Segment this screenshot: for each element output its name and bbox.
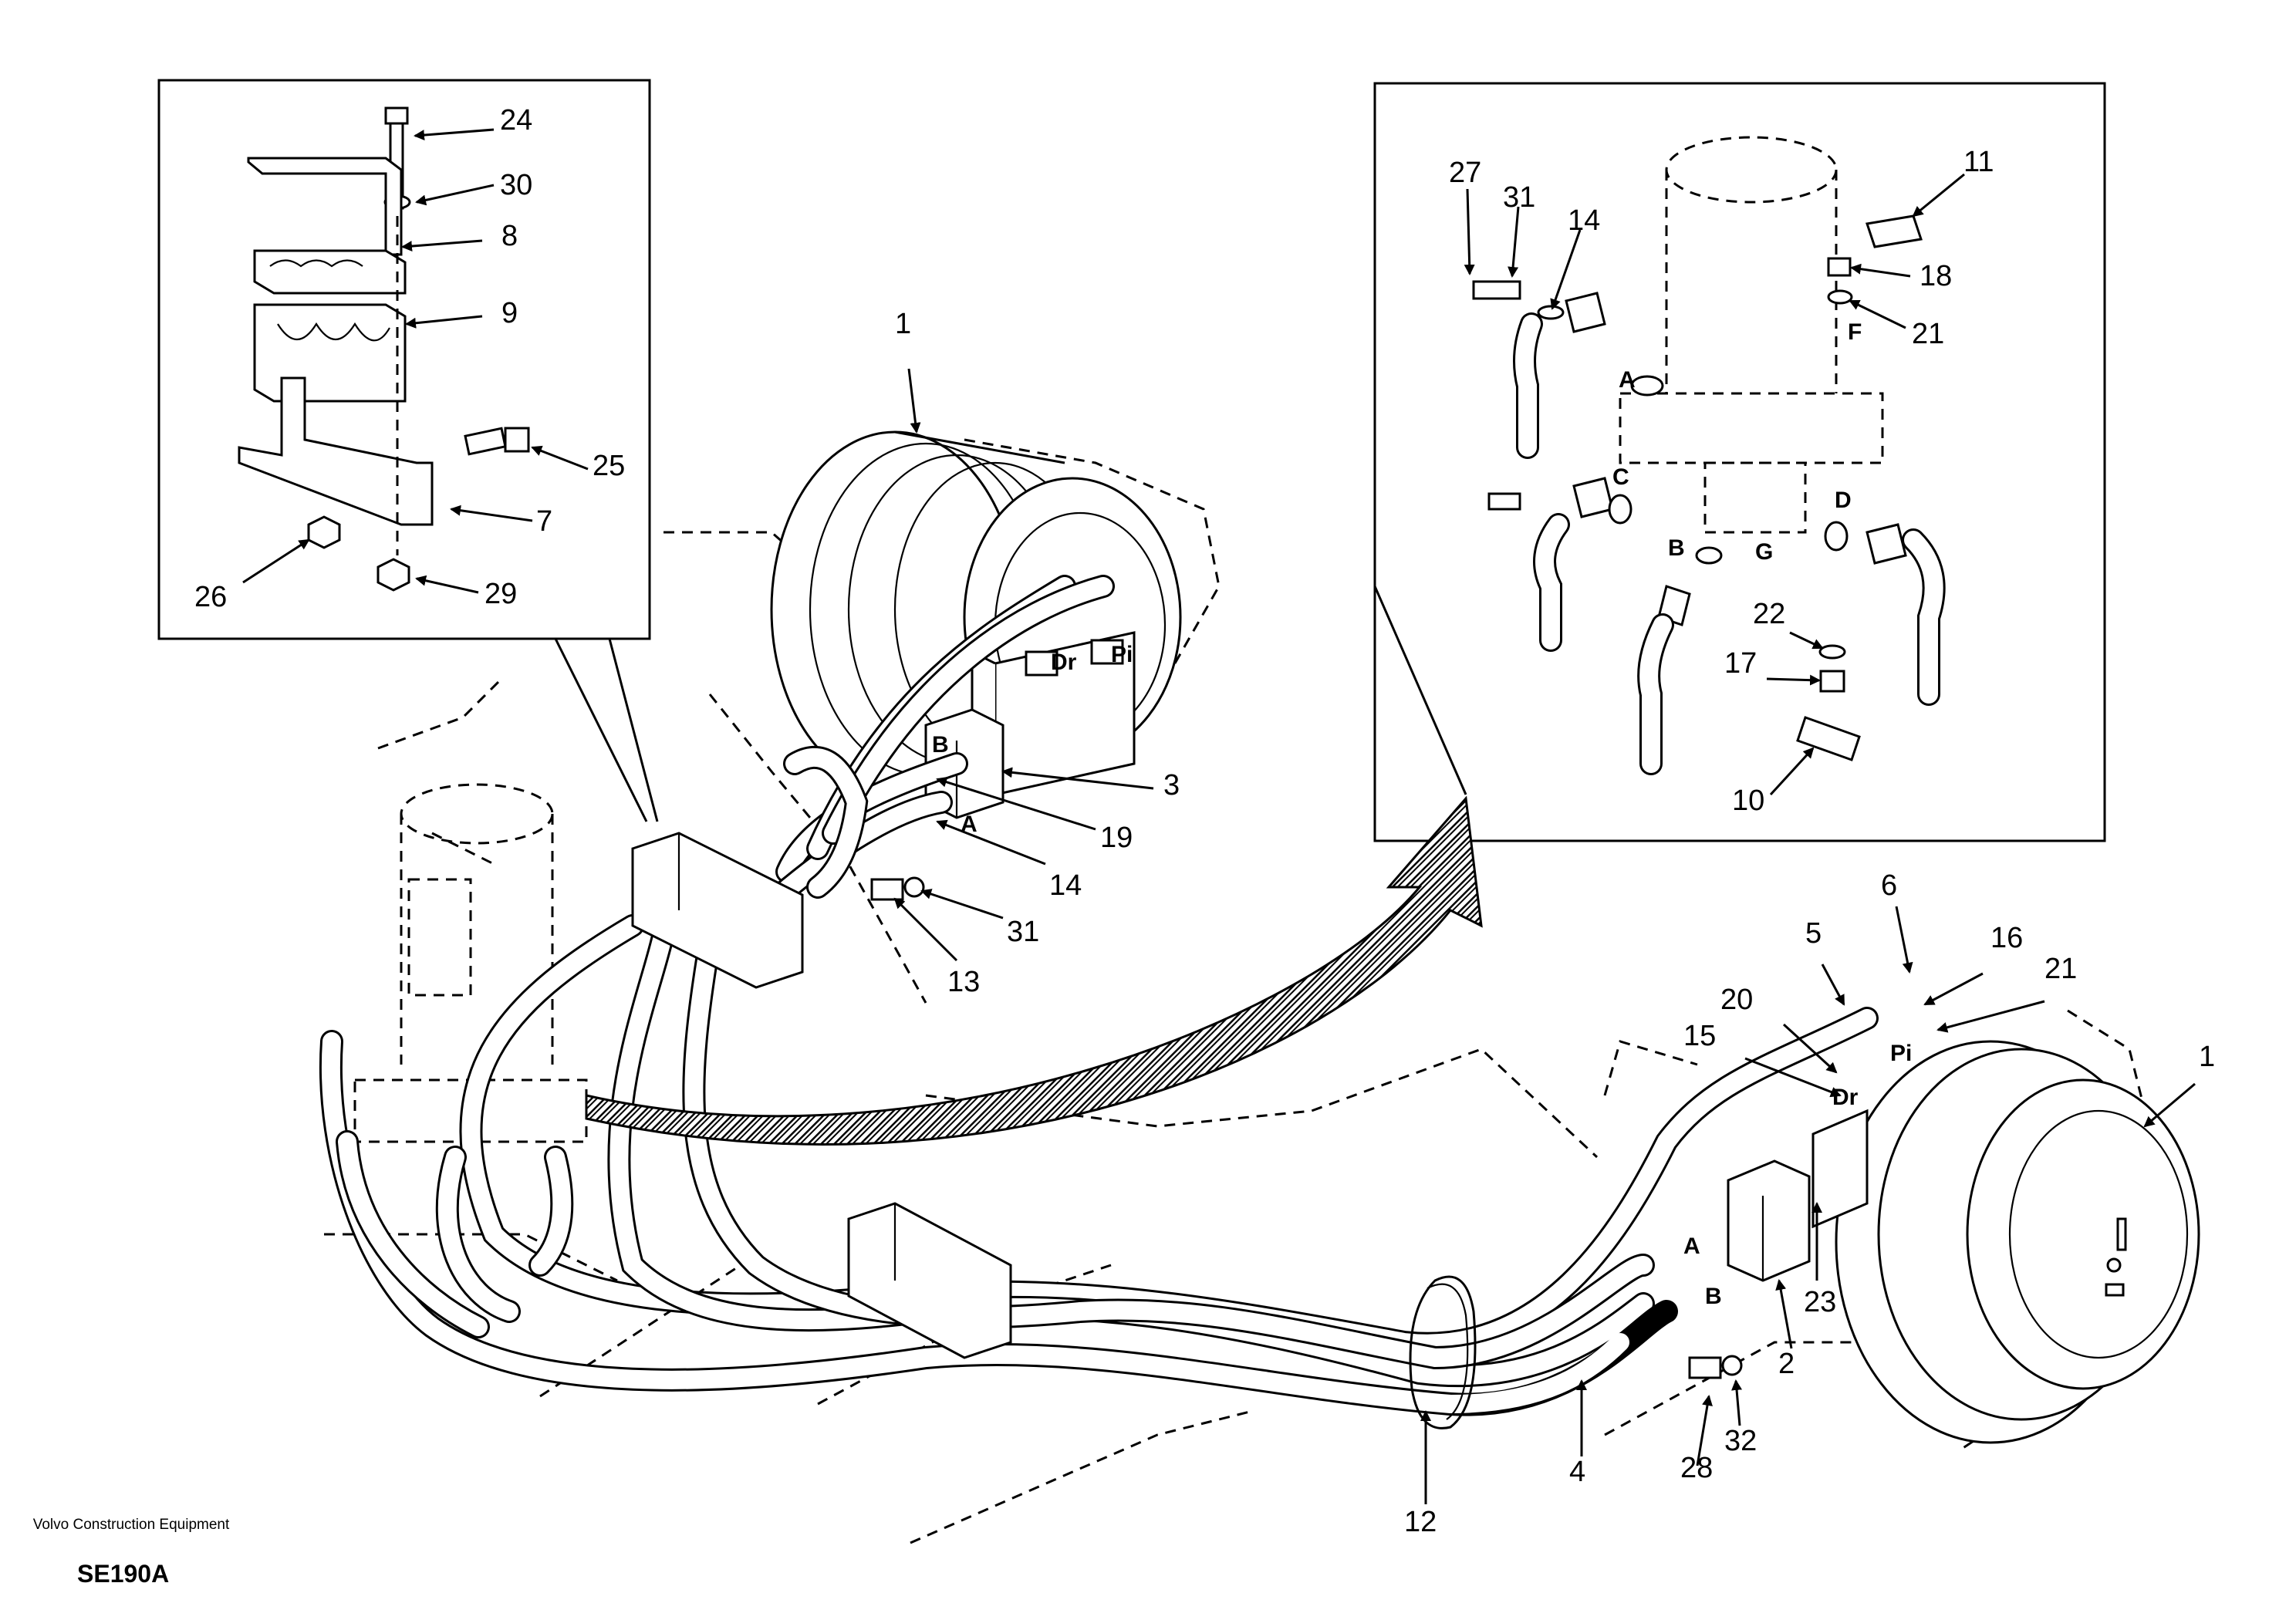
port-label-pi-upper: Pi (1111, 642, 1133, 667)
callout-8: 8 (501, 220, 518, 252)
port-label-dr-lower: Dr (1832, 1085, 1859, 1110)
callout-30: 30 (500, 169, 532, 201)
port-label-b-upper: B (932, 732, 949, 758)
swivel-reference-arrow (585, 795, 1483, 1146)
port-label-f: F (1848, 319, 1862, 345)
port-label-dr-upper: Dr (1051, 650, 1077, 675)
clamp-detail-inset (157, 79, 659, 822)
fitting-d (1824, 521, 1946, 706)
port-label-pi-lower: Pi (1890, 1041, 1912, 1066)
callout-18: 18 (1920, 260, 1952, 292)
callout-numbers: 24 30 8 9 25 7 26 29 1 3 19 14 31 13 27 … (194, 104, 2215, 1538)
inset-frame-right (1373, 82, 2106, 842)
callout-22: 22 (1753, 598, 1785, 630)
callout-28: 28 (1680, 1452, 1713, 1484)
lower-travel-motor (1727, 1040, 2200, 1444)
callout-32: 32 (1724, 1425, 1757, 1457)
callout-17: 17 (1724, 647, 1757, 680)
callout-4: 4 (1569, 1456, 1585, 1488)
port-label-a-upper: A (961, 812, 977, 837)
callout-5: 5 (1805, 917, 1822, 950)
callout-29: 29 (485, 578, 517, 610)
callout-13: 13 (947, 966, 980, 998)
callout-23: 23 (1804, 1286, 1836, 1318)
callout-2: 2 (1778, 1348, 1795, 1380)
callout-25: 25 (593, 450, 625, 482)
callout-3: 3 (1163, 769, 1180, 802)
callout-12: 12 (1404, 1506, 1437, 1538)
swivel-joint-detail-inset (1373, 82, 2106, 842)
callout-7: 7 (536, 505, 552, 538)
callout-26: 26 (194, 581, 227, 613)
callout-14-inset: 14 (1568, 204, 1600, 237)
hose-clamp-lower (847, 1202, 1012, 1359)
callout-1-upper: 1 (895, 308, 911, 340)
callout-15: 15 (1683, 1020, 1716, 1052)
callout-21-main: 21 (2044, 953, 2077, 985)
callout-10: 10 (1732, 785, 1764, 817)
callout-21-inset: 21 (1912, 318, 1944, 350)
callout-31-inset: 31 (1503, 181, 1535, 214)
port-label-d: D (1835, 488, 1852, 513)
callout-9: 9 (501, 297, 518, 329)
leader-lines (242, 128, 2196, 1504)
callout-19: 19 (1100, 822, 1133, 854)
callout-11: 11 (1963, 146, 1994, 178)
fitting-c (1487, 477, 1633, 652)
port-label-a: A (1619, 367, 1636, 393)
center-swivel-joint (353, 783, 588, 1143)
callout-31-main: 31 (1007, 916, 1039, 948)
fitting-a (1472, 280, 1664, 459)
port-label-g: G (1755, 539, 1773, 565)
callout-1-lower: 1 (2199, 1041, 2215, 1073)
hose-band (1409, 1275, 1477, 1429)
manufacturer-label: Volvo Construction Equipment (32, 1517, 230, 1533)
callout-27: 27 (1449, 157, 1481, 189)
port-labels: A C D B G F Dr Pi B A Dr Pi A B (932, 319, 1912, 1309)
inset-frame (157, 79, 651, 640)
callout-16: 16 (1990, 922, 2023, 954)
fitting-b (1637, 546, 1723, 775)
callout-6: 6 (1881, 869, 1897, 902)
port-label-c: C (1612, 464, 1629, 490)
hose-clamp-upper (631, 745, 869, 989)
drawing-code: SE190A (77, 1560, 170, 1588)
port-label-a-lower: A (1683, 1234, 1700, 1259)
port-label-b-lower: B (1705, 1284, 1722, 1309)
callout-24: 24 (500, 104, 532, 137)
callout-20: 20 (1720, 984, 1753, 1016)
callout-14-main: 14 (1049, 869, 1082, 902)
port-label-b: B (1668, 535, 1685, 561)
main-small-parts (870, 876, 1743, 1379)
